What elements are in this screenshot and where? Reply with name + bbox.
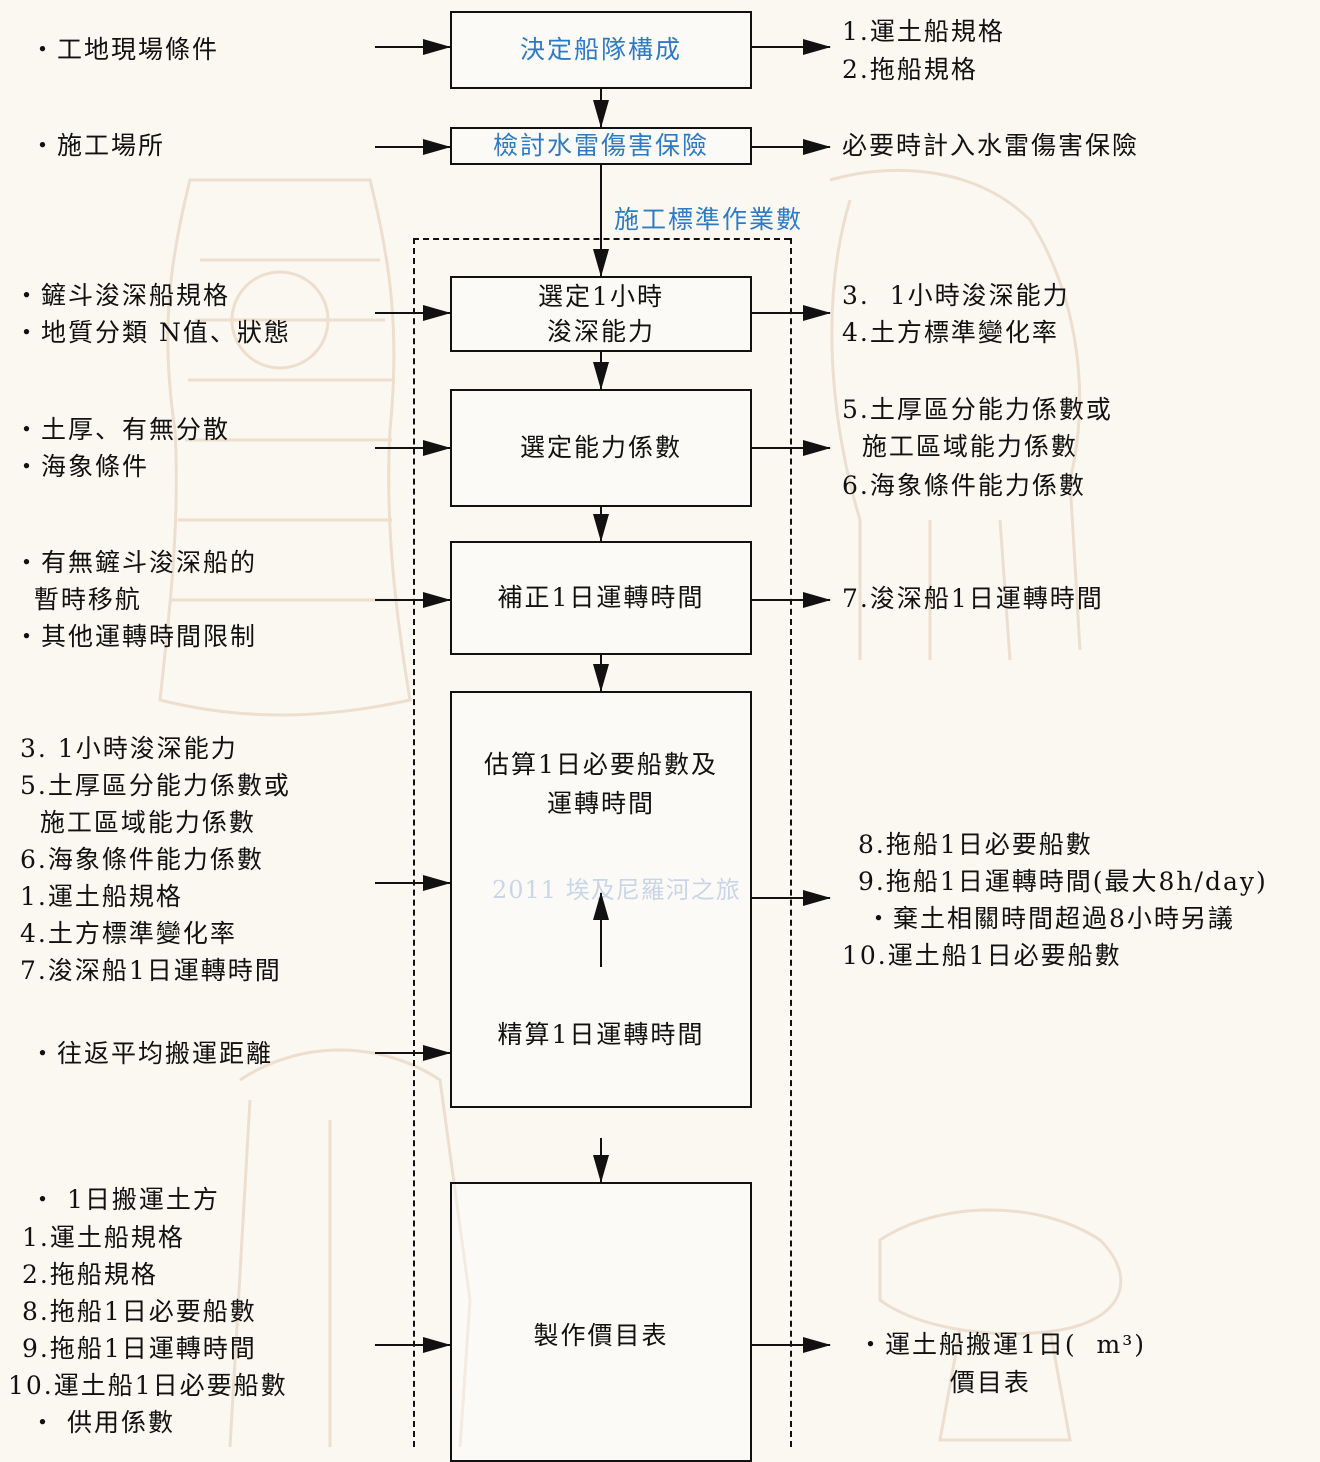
input-price-2: 2.拖船規格 [22, 1260, 158, 1289]
input-correct-1: 暫時移航 [14, 585, 142, 614]
input-price-1: 1.運土船規格 [22, 1223, 185, 1252]
output-estimate-3: 10.運土船1日必要船數 [842, 941, 1122, 970]
fleet-box-label: 決定船隊構成 [519, 35, 682, 64]
standard-frame-label: 施工標準作業數 [614, 205, 804, 234]
output-insurance-0: 必要時計入水雷傷害保險 [842, 131, 1140, 160]
input-correct-0: ・有無鏟斗浚深船的 [14, 548, 258, 577]
estimate-box-label-1: 估算1日必要船數及 [484, 750, 718, 779]
hourly-capacity-box [450, 276, 752, 352]
input-fleet-0: ・工地現場條件 [30, 35, 220, 64]
input-estimate-3: 6.海象條件能力係數 [20, 845, 264, 874]
input-refine-0: ・往返平均搬運距離 [30, 1039, 274, 1068]
coefficient-box-label: 選定能力係數 [519, 433, 682, 462]
input-estimate-0: 3. 1小時浚深能力 [20, 734, 238, 763]
refine-time-label: 精算1日運轉時間 [497, 1020, 705, 1049]
insurance-box [450, 127, 752, 165]
input-coefficient-1: ・海象條件 [14, 452, 150, 481]
input-price-0: ・ 1日搬運土方 [30, 1185, 220, 1214]
output-coefficient-2: 6.海象條件能力係數 [842, 471, 1086, 500]
input-price-4: 9.拖船1日運轉時間 [22, 1334, 257, 1363]
correct-time-label: 補正1日運轉時間 [497, 583, 705, 612]
input-estimate-4: 1.運土船規格 [20, 882, 183, 911]
hourly-capacity-label-1: 選定1小時 [538, 282, 664, 311]
input-estimate-2: 施工區域能力係數 [20, 808, 256, 837]
input-estimate-1: 5.土厚區分能力係數或 [20, 771, 291, 800]
output-price-1: 價目表 [930, 1368, 1031, 1397]
correct-time-box [450, 541, 752, 655]
standard-frame-right [790, 238, 792, 1447]
output-hourly-0: 3. 1小時浚深能力 [842, 281, 1070, 310]
estimate-box-label-2: 運轉時間 [546, 789, 655, 818]
output-price-0: ・運土船搬運1日( m³) [858, 1330, 1147, 1359]
fleet-box [450, 11, 752, 89]
hourly-capacity-label-2: 浚深能力 [546, 317, 655, 346]
input-hourly-1: ・地質分類 N值、狀態 [14, 318, 291, 347]
output-estimate-2: ・棄土相關時間超過8小時另議 [866, 904, 1235, 933]
output-fleet-0: 1.運土船規格 [842, 17, 1005, 46]
input-estimate-6: 7.浚深船1日運轉時間 [20, 956, 282, 985]
input-estimate-5: 4.土方標準變化率 [20, 919, 237, 948]
output-estimate-1: 9.拖船1日運轉時間(最大8h/day) [858, 867, 1268, 896]
price-table-label: 製作價目表 [533, 1321, 669, 1350]
input-correct-2: ・其他運轉時間限制 [14, 622, 258, 651]
input-insurance-0: ・施工場所 [30, 131, 166, 160]
input-price-3: 8.拖船1日必要船數 [22, 1297, 257, 1326]
input-hourly-0: ・鏟斗浚深船規格 [14, 281, 231, 310]
standard-frame-left [413, 238, 415, 1447]
output-coefficient-1: 施工區域能力係數 [842, 432, 1078, 461]
output-correct-0: 7.浚深船1日運轉時間 [842, 584, 1104, 613]
output-fleet-1: 2.拖船規格 [842, 55, 978, 84]
input-coefficient-0: ・土厚、有無分散 [14, 415, 231, 444]
input-price-6: ・ 供用係數 [30, 1408, 175, 1437]
output-estimate-0: 8.拖船1日必要船數 [858, 830, 1093, 859]
output-hourly-1: 4.土方標準變化率 [842, 318, 1059, 347]
insurance-box-label: 檢討水雷傷害保險 [492, 131, 709, 160]
output-coefficient-0: 5.土厚區分能力係數或 [842, 395, 1113, 424]
coefficient-box [450, 389, 752, 507]
watermark-text: 2011 埃及尼羅河之旅 [492, 876, 741, 904]
input-price-5: 10.運土船1日必要船數 [8, 1371, 288, 1400]
